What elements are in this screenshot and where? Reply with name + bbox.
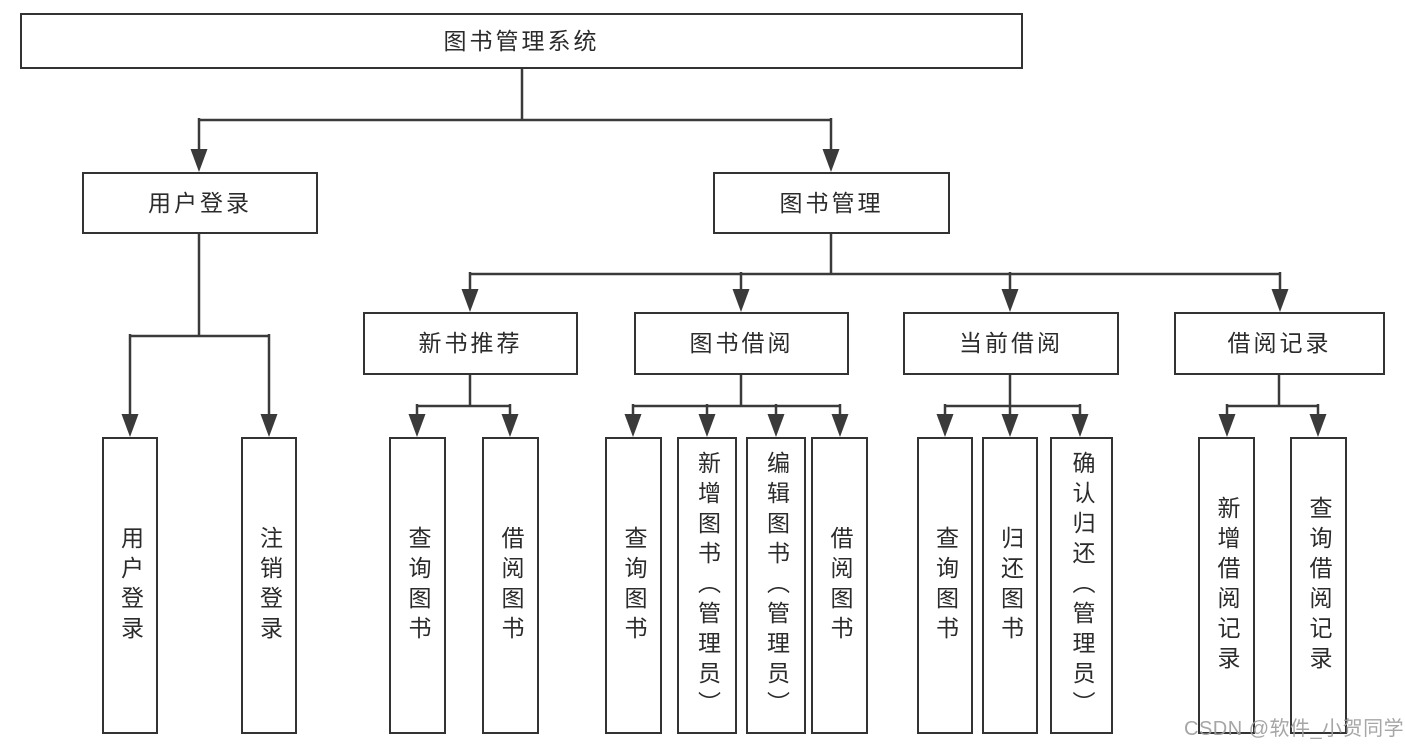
- leaf-logout-label: 注销登录: [256, 525, 283, 646]
- watermark: CSDN @软件_小贺同学: [1184, 718, 1405, 740]
- node-borrow-records-label: 借阅记录: [1227, 330, 1332, 356]
- leaf-confirm-return-admin-label: 确认归还（管理员）: [1069, 450, 1095, 721]
- leaf-user-login-label: 用户登录: [117, 525, 144, 646]
- leaf-borrow-books-recommend-label: 借阅图书: [498, 525, 524, 646]
- leaf-edit-book-admin-label: 编辑图书（管理员）: [763, 450, 790, 721]
- node-book-borrow-label: 图书借阅: [689, 330, 794, 356]
- leaf-query-books-recommend: 查询图书: [389, 437, 446, 734]
- node-book-management-label: 图书管理: [779, 189, 884, 216]
- leaf-query-books-borrow: 查询图书: [605, 437, 662, 734]
- leaf-add-borrow-record-label: 新增借阅记录: [1214, 495, 1240, 676]
- leaf-query-books-current: 查询图书: [917, 437, 973, 734]
- leaf-edit-book-admin: 编辑图书（管理员）: [746, 437, 806, 734]
- leaf-return-book: 归还图书: [982, 437, 1038, 734]
- node-current-borrow: 当前借阅: [903, 312, 1119, 375]
- node-borrow-records: 借阅记录: [1174, 312, 1385, 375]
- leaf-borrow-books-label: 借阅图书: [827, 525, 853, 646]
- leaf-add-book-admin: 新增图书（管理员）: [677, 437, 737, 734]
- leaf-return-book-label: 归还图书: [997, 525, 1024, 646]
- leaf-borrow-books: 借阅图书: [811, 437, 868, 734]
- leaf-query-books-recommend-label: 查询图书: [405, 525, 431, 646]
- leaf-logout: 注销登录: [241, 437, 297, 734]
- leaf-query-books-borrow-label: 查询图书: [621, 525, 647, 646]
- node-new-book-recommend: 新书推荐: [363, 312, 578, 375]
- node-book-borrow: 图书借阅: [634, 312, 849, 375]
- leaf-borrow-books-recommend: 借阅图书: [482, 437, 539, 734]
- leaf-query-borrow-record-label: 查询借阅记录: [1306, 495, 1332, 676]
- leaf-add-borrow-record: 新增借阅记录: [1198, 437, 1255, 734]
- leaf-add-book-admin-label: 新增图书（管理员）: [694, 450, 721, 721]
- leaf-query-books-current-label: 查询图书: [932, 525, 959, 646]
- leaf-user-login: 用户登录: [102, 437, 158, 734]
- node-book-management: 图书管理: [713, 172, 950, 234]
- node-root-system: 图书管理系统: [20, 13, 1023, 69]
- node-current-borrow-label: 当前借阅: [959, 330, 1063, 356]
- node-user-login-label: 用户登录: [148, 189, 252, 216]
- leaf-query-borrow-record: 查询借阅记录: [1290, 437, 1347, 734]
- node-root-label: 图书管理系统: [443, 27, 600, 54]
- node-new-book-recommend-label: 新书推荐: [418, 330, 523, 356]
- node-user-login: 用户登录: [82, 172, 318, 234]
- leaf-confirm-return-admin: 确认归还（管理员）: [1050, 437, 1113, 734]
